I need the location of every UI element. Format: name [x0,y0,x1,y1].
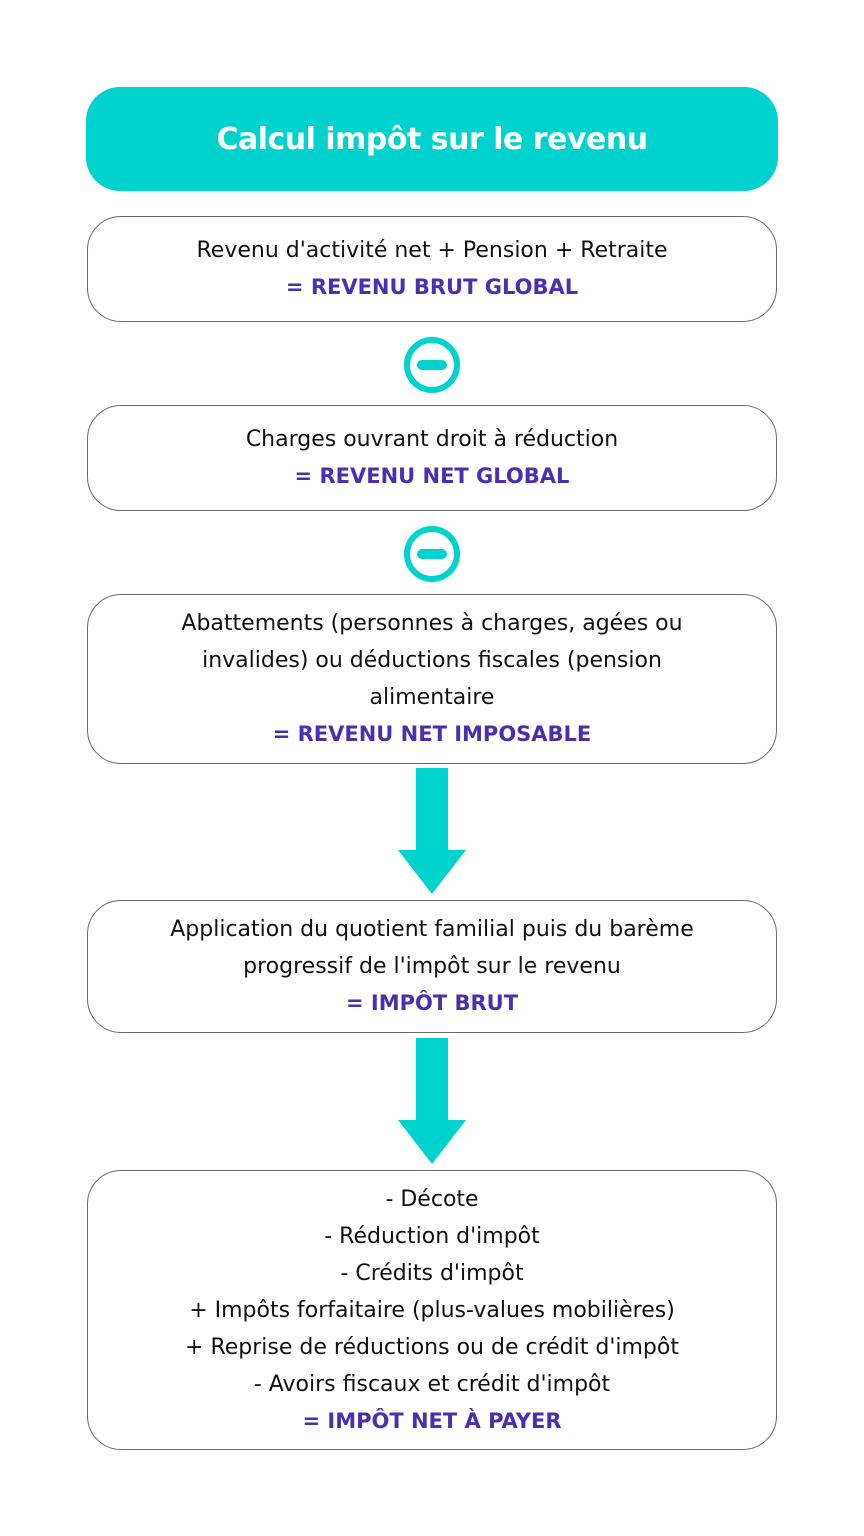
step-5-line-6: - Avoirs fiscaux et crédit d'impôt [253,1371,611,1397]
step-box-revenu-net-global: Charges ouvrant droit à réduction = REVE… [87,405,777,511]
step-3-line-2: invalides) ou déductions fiscales (pensi… [202,648,662,673]
step-5-line-3: - Crédits d'impôt [340,1260,524,1286]
step-1-result: = REVENU BRUT GLOBAL [285,275,579,299]
step-5-line-2: - Réduction d'impôt [324,1223,540,1249]
step-4-result: = IMPÔT BRUT [345,991,519,1015]
step-1-line-1: Revenu d'activité net + Pension + Retrai… [196,238,668,263]
step-box-revenu-net-imposable: Abattements (personnes à charges, agées … [87,594,777,764]
step-2-line-1: Charges ouvrant droit à réduction [245,427,619,452]
step-3-line-3: alimentaire [369,685,495,710]
step-3-line-1: Abattements (personnes à charges, agées … [181,611,683,636]
down-arrow-icon [398,1038,466,1164]
step-box-revenu-brut-global: Revenu d'activité net + Pension + Retrai… [87,216,777,322]
step-box-impot-net-a-payer: - Décote - Réduction d'impôt - Crédits d… [87,1170,777,1450]
title-banner: Calcul impôt sur le revenu [86,87,778,191]
step-5-line-4: + Impôts forfaitaire (plus-values mobili… [189,1297,675,1323]
step-5-line-1: - Décote [385,1186,479,1212]
minus-circle-icon [404,526,460,582]
diagram-title: Calcul impôt sur le revenu [216,121,648,157]
minus-circle-icon [404,337,460,393]
step-4-line-1: Application du quotient familial puis du… [170,917,694,942]
step-box-impot-brut: Application du quotient familial puis du… [87,900,777,1033]
step-5-line-5: + Reprise de réductions ou de crédit d'i… [185,1334,679,1360]
step-2-result: = REVENU NET GLOBAL [294,464,570,488]
step-5-result: = IMPÔT NET À PAYER [302,1408,562,1433]
down-arrow-icon [398,768,466,894]
step-3-result: = REVENU NET IMPOSABLE [272,722,592,746]
step-4-line-2: progressif de l'impôt sur le revenu [243,954,621,979]
